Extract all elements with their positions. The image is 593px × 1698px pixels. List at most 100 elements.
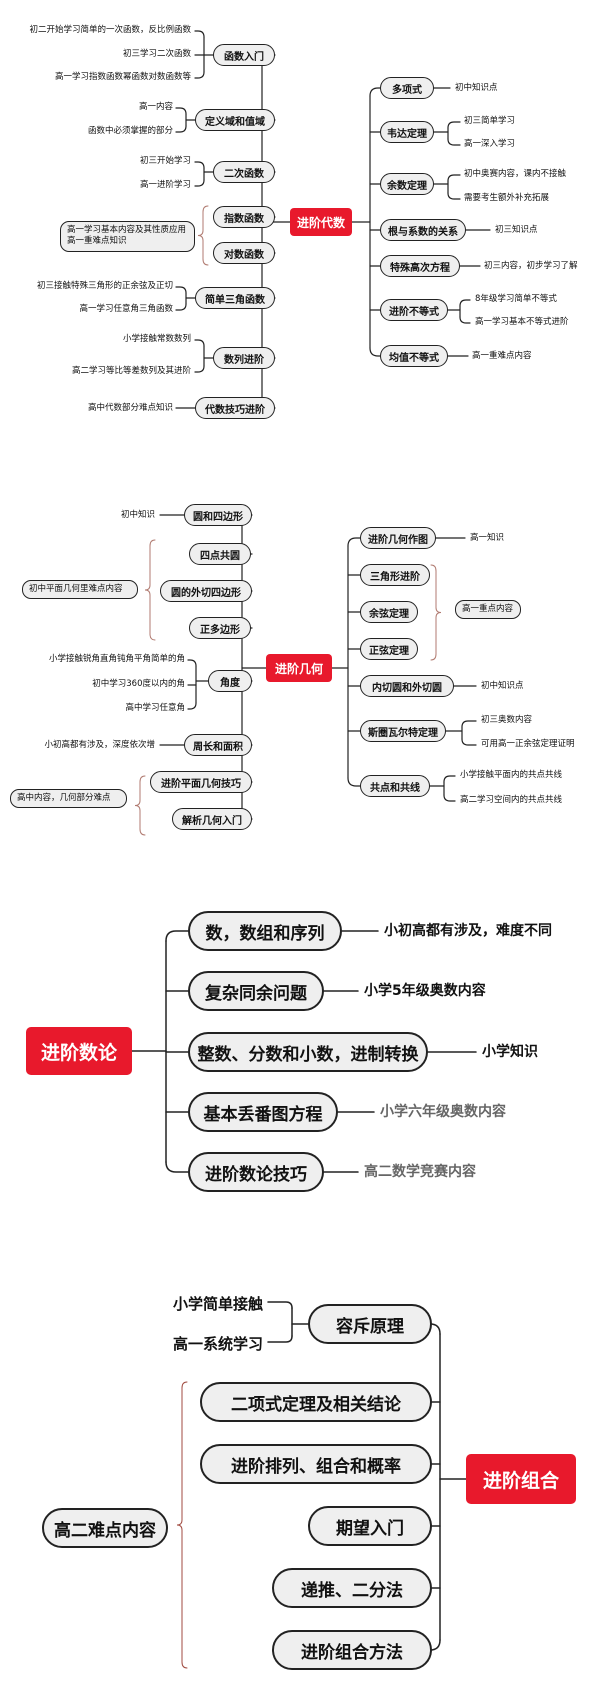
node-tangential-quad: 圆的外切四边形 [160, 580, 252, 602]
connector [187, 702, 197, 710]
note: 函数中必须掌握的部分 [87, 126, 173, 136]
node-number-conversion: 整数、分数和小数，进制转换 [188, 1032, 428, 1072]
note: 高一学习基本不等式进阶 [475, 317, 569, 327]
note: 初二开始学习简单的一次函数，反比例函数 [29, 25, 191, 35]
connector [165, 930, 189, 942]
connector [175, 125, 187, 133]
note-line: 高一学习基本内容及其性质应用 [67, 225, 187, 235]
connector [194, 339, 205, 347]
geometry-root: 进阶几何 [266, 654, 332, 682]
connector [443, 794, 456, 802]
number-theory-root: 进阶数论 [26, 1027, 132, 1075]
node-triangle: 三角形进阶 [360, 564, 430, 586]
node-sine-law: 正弦定理 [360, 638, 418, 660]
note: 初三奥数内容 [481, 715, 533, 725]
node-plane-techniques: 进阶平面几何技巧 [150, 771, 252, 793]
note: 高中学习任意角 [125, 703, 185, 713]
node-incircle: 内切圆和外切圆 [360, 675, 454, 697]
note-line: 高一重难点知识 [67, 236, 127, 247]
note-box: 初中平面几何里难点内容 [22, 580, 138, 600]
connector [187, 659, 197, 667]
note: 高一进阶学习 [139, 180, 191, 190]
note: 高一学习任意角三角函数 [79, 304, 173, 314]
node-recursion: 递推、二分法 [272, 1568, 432, 1608]
connector [197, 205, 209, 266]
connector [134, 775, 146, 836]
note: 小学接触常数数列 [122, 334, 191, 344]
note-box: 高一重点内容 [455, 600, 521, 620]
connector [447, 138, 461, 146]
note: 高一深入学习 [464, 139, 516, 149]
node-algebra-techniques: 代数技巧进阶 [195, 397, 275, 419]
connector [267, 1301, 293, 1309]
node-logarithm: 对数函数 [213, 242, 275, 264]
node-methods: 进阶组合方法 [272, 1630, 432, 1670]
connector [175, 303, 187, 311]
note: 初中知识点 [481, 681, 524, 691]
note: 可用高一正余弦定理证明 [481, 739, 575, 749]
node-permutation: 进阶排列、组合和概率 [200, 1444, 432, 1484]
node-roots-coefficients: 根与系数的关系 [380, 219, 466, 241]
note: 高中代数部分难点知识 [87, 403, 173, 413]
connector [347, 537, 361, 547]
connector [194, 30, 205, 38]
connector [369, 347, 381, 357]
note: 初三知识点 [495, 225, 538, 235]
node-numbers-sequences: 数，数组和序列 [188, 911, 342, 951]
node-concyclic: 四点共圆 [189, 543, 251, 565]
connector [175, 107, 187, 115]
connector [194, 161, 205, 169]
note: 初三简单学习 [464, 116, 516, 126]
note: 初中知识点 [455, 83, 498, 93]
node-function-intro: 函数入门 [213, 44, 275, 66]
connector [144, 539, 156, 641]
node-expectation: 期望入门 [308, 1506, 432, 1546]
connector [267, 1335, 293, 1343]
node-domain-range: 定义域和值域 [195, 109, 275, 131]
note: 高二数学竞赛内容 [364, 1164, 476, 1180]
box-grade-11-hard: 高二难点内容 [42, 1508, 168, 1548]
note: 高二学习空间内的共点共线 [460, 795, 563, 805]
node-remainder: 余数定理 [380, 173, 434, 195]
note: 高二学习等比等差数列及其进阶 [71, 366, 191, 376]
connector [461, 738, 477, 746]
note: 8年级学习简单不等式 [475, 294, 557, 304]
note: 小学接触锐角直角钝角平角简单的角 [48, 654, 185, 664]
node-cosine-law: 余弦定理 [360, 601, 418, 623]
note-box: 高一学习基本内容及其性质应用 高一重难点知识 [60, 221, 195, 252]
connector [176, 1381, 188, 1669]
connector [447, 174, 461, 182]
note: 初三学习二次函数 [122, 49, 191, 59]
note: 小学接触平面内的共点共线 [460, 770, 563, 780]
note: 小学知识 [482, 1044, 538, 1060]
note: 高一学习指数函数幂函数对数函数等 [54, 72, 191, 82]
node-perimeter-area: 周长和面积 [184, 734, 252, 756]
node-trig: 简单三角函数 [195, 287, 275, 309]
combinatorics-root: 进阶组合 [466, 1454, 576, 1504]
note: 初中知识 [120, 510, 155, 520]
node-techniques: 进阶数论技巧 [188, 1152, 324, 1192]
node-circle-quad: 圆和四边形 [184, 504, 252, 526]
connector [459, 299, 471, 307]
note: 小学5年级奥数内容 [364, 983, 486, 999]
connector [175, 286, 187, 294]
note: 高一知识 [470, 533, 505, 543]
note: 小初高都有涉及，难度不同 [384, 923, 552, 939]
note: 小学简单接触 [172, 1295, 263, 1313]
connector [443, 775, 456, 783]
connector [459, 316, 471, 324]
node-quadratic: 二次函数 [213, 161, 275, 183]
node-diophantine: 基本丢番图方程 [188, 1092, 338, 1132]
node-analytic: 解析几何入门 [172, 808, 252, 830]
connector [194, 71, 205, 79]
connector [194, 179, 205, 187]
node-congruence: 复杂同余问题 [188, 971, 324, 1011]
node-construction: 进阶几何作图 [360, 527, 436, 549]
node-sequence: 数列进阶 [213, 347, 275, 369]
node-regular-polygon: 正多边形 [189, 617, 251, 639]
node-binomial: 二项式定理及相关结论 [200, 1382, 432, 1422]
node-mean-inequality: 均值不等式 [380, 345, 448, 367]
node-stewart: 斯圈瓦尔特定理 [360, 720, 446, 742]
algebra-root: 进阶代数 [290, 208, 352, 236]
note: 需要考生额外补充拓展 [464, 193, 550, 203]
